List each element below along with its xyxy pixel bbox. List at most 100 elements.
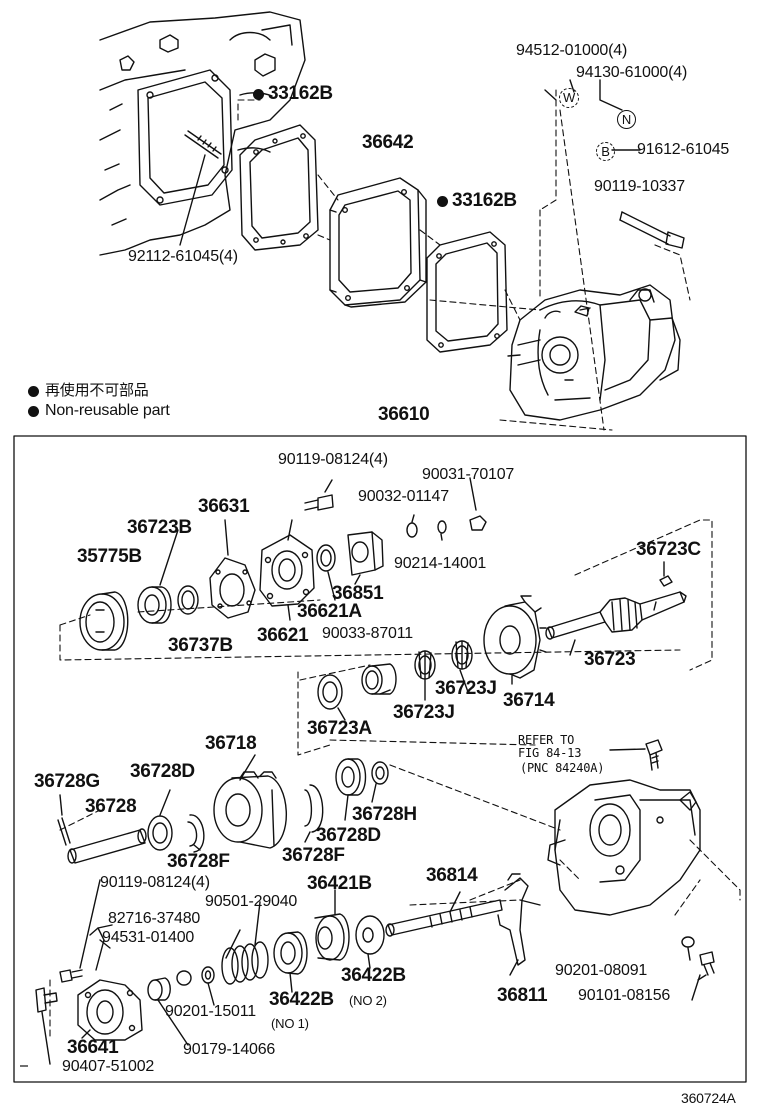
- pin-36728g-drawing: [57, 819, 67, 846]
- bolt-90119-08124-bottom-drawing: [59, 969, 83, 983]
- legend-jp-text: 再使用不可部品: [45, 382, 149, 399]
- cover-35775b-drawing: [79, 591, 129, 651]
- bracket-82716-drawing: [89, 927, 105, 971]
- part-label-36723a: 36723A: [307, 718, 372, 739]
- refer-line-1: REFER TO: [518, 733, 575, 747]
- part-label-91612: 91612-61045: [637, 141, 730, 158]
- non-reusable-marker-33162b-b: [437, 196, 448, 207]
- part-label-36737b: 36737B: [168, 635, 233, 656]
- part-label-36714: 36714: [503, 690, 555, 711]
- collar-90033-drawing: [361, 663, 397, 695]
- part-label-36728h: 36728H: [352, 804, 417, 825]
- assembly-label-36610: 36610: [378, 404, 430, 425]
- part-label-36723b: 36723B: [127, 517, 192, 538]
- part-label-36814: 36814: [426, 865, 478, 886]
- part-label-36718: 36718: [205, 733, 257, 754]
- part-label-90101: 90101-08156: [578, 987, 671, 1004]
- part-label-90032: 90032-01147: [358, 488, 449, 505]
- cover-36641-drawing: [77, 979, 143, 1041]
- part-label-90033: 90033-87011: [322, 625, 413, 642]
- part-label-36723: 36723: [584, 649, 636, 670]
- snap-ring-36728f-left-drawing: [189, 814, 205, 853]
- part-label-36723c: 36723C: [636, 539, 701, 560]
- part-label-36723j-a: 36723J: [435, 678, 497, 699]
- note-no1: (NO 1): [271, 1016, 309, 1031]
- refer-line-3: (PNC 84240A): [520, 761, 605, 775]
- gasket-2-drawing: [426, 231, 508, 353]
- assembly-frame: [13, 435, 747, 1083]
- shaft-36723-drawing: [545, 591, 687, 640]
- shift-fork-36811-drawing: [497, 873, 541, 966]
- snap-ring-36728f-right-drawing: [309, 784, 324, 833]
- part-label-36728d-a: 36728D: [130, 761, 195, 782]
- bearing-36723a-drawing: [317, 674, 343, 710]
- shaft-36814-drawing: [385, 899, 503, 937]
- refer-line-2: FIG 84-13: [518, 746, 582, 760]
- part-label-90179: 90179-14066: [183, 1041, 276, 1058]
- washer-w-icon: W: [559, 88, 579, 108]
- washer-94531-drawing: [176, 970, 192, 986]
- note-no2: (NO 2): [349, 993, 387, 1008]
- part-label-90119-10337: 90119-10337: [594, 178, 685, 195]
- fitting-90407-drawing: [35, 987, 58, 1013]
- non-reusable-marker-33162b-a: [253, 89, 264, 100]
- washer-90201-15011-drawing: [201, 966, 215, 984]
- part-label-36631: 36631: [198, 496, 250, 517]
- part-label-36723j-b: 36723J: [393, 702, 455, 723]
- snap-ring-36737b-drawing: [177, 585, 199, 615]
- bearing-36723b-drawing: [137, 586, 172, 624]
- part-label-90501: 90501-29040: [205, 893, 298, 910]
- pto-case-drawing: [547, 779, 701, 916]
- figure-id: 360724A: [681, 1090, 736, 1106]
- part-label-36621a: 36621A: [297, 601, 362, 622]
- part-label-92112: 92112-61045(4): [128, 248, 238, 265]
- part-label-90119-08124-bottom: 90119-08124(4): [100, 874, 210, 891]
- part-label-35775b: 35775B: [77, 546, 142, 567]
- bearing-36728d-left-drawing: [147, 815, 173, 851]
- part-label-36642: 36642: [362, 132, 414, 153]
- upper-alignment-lines: [237, 89, 691, 431]
- part-label-36621: 36621: [257, 625, 309, 646]
- pto-assembly-drawing: [507, 284, 681, 421]
- spacer-plate-drawing: [329, 177, 427, 308]
- part-label-90119-08124-top: 90119-08124(4): [278, 451, 388, 468]
- part-label-36851: 36851: [332, 583, 384, 604]
- part-label-36422b-a: 36422B: [341, 965, 406, 986]
- spring-90501-drawing: [221, 941, 269, 985]
- gear-36718-drawing: [213, 771, 288, 849]
- part-label-94531: 94531-01400: [102, 929, 195, 946]
- retainer-36621-drawing: [259, 534, 315, 607]
- bolt-90119-10337-drawing: [619, 211, 685, 249]
- bolt-refer-fig-drawing: [609, 739, 663, 771]
- piston-36421b-drawing: [314, 913, 350, 961]
- transmission-case-drawing: [99, 11, 306, 256]
- gasket-36631-drawing: [209, 557, 256, 619]
- gear-36714-drawing: [483, 595, 547, 679]
- washer-90214-drawing: [437, 520, 447, 534]
- legend-dot-icon: [28, 386, 39, 397]
- part-label-90214: 90214-14001: [394, 555, 487, 572]
- nut-90031-drawing: [469, 515, 487, 531]
- part-label-36728: 36728: [85, 796, 137, 817]
- part-label-36728f-b: 36728F: [282, 845, 345, 866]
- part-label-94130: 94130-61000(4): [576, 64, 688, 81]
- washer-n-icon: N: [617, 110, 636, 129]
- part-label-90201-08091: 90201-08091: [555, 962, 648, 979]
- washer-36728h-drawing: [371, 761, 389, 785]
- gasket-1-drawing: [239, 124, 319, 251]
- legend-dot-icon-2: [28, 406, 39, 417]
- part-label-82716: 82716-37480: [108, 910, 201, 927]
- washer-90201-08091-drawing: [681, 936, 695, 948]
- part-label-36728g: 36728G: [34, 771, 100, 792]
- part-label-36728f-a: 36728F: [167, 851, 230, 872]
- part-label-36811: 36811: [497, 985, 548, 1006]
- cover-36422b-no2-drawing: [355, 915, 385, 955]
- part-label-33162b-b: 33162B: [452, 190, 517, 211]
- key-36723c-drawing: [659, 575, 673, 587]
- part-label-94512: 94512-01000(4): [516, 42, 628, 59]
- cover-36422b-no1-drawing: [273, 931, 308, 975]
- bolt-90119-08124-top-drawing: [304, 494, 334, 511]
- part-label-33162b-a: 33162B: [268, 83, 333, 104]
- legend-en-text: Non-reusable part: [45, 402, 170, 419]
